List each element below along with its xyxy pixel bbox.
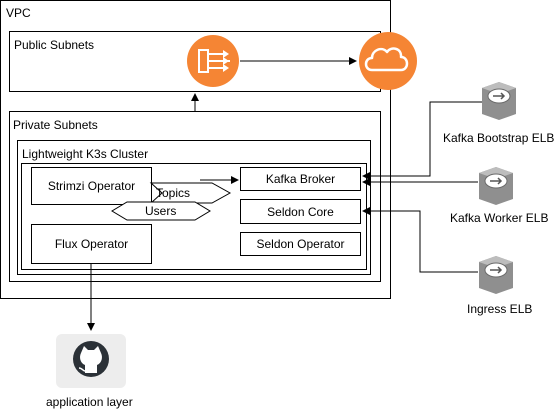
kafka-bootstrap-elb-icon [482,82,516,120]
private-subnets-label: Private Subnets [13,118,98,132]
k3s-cluster-label: Lightweight K3s Cluster [22,147,149,161]
strimzi-operator-label: Strimzi Operator [47,179,136,193]
kafka-broker-box: Kafka Broker [240,167,361,191]
users-flow-shape [111,201,211,221]
users-label: Users [145,204,177,218]
seldon-operator-label: Seldon Operator [256,237,345,251]
seldon-core-box: Seldon Core [240,199,361,224]
public-subnets-label: Public Subnets [14,38,95,52]
github-icon [56,334,126,388]
flux-operator-label: Flux Operator [54,237,129,251]
kafka-broker-label: Kafka Broker [265,172,336,186]
kafka-worker-elb-icon [479,167,513,205]
application-layer-label: application layer [46,395,133,409]
kafka-worker-elb-label: Kafka Worker ELB [450,211,549,225]
topics-flow-shape [149,182,232,204]
topics-label: Topics [156,186,191,200]
ingress-elb-connector [362,207,478,273]
internet-gateway-cloud-icon [359,32,417,90]
seldon-core-label: Seldon Core [267,204,334,219]
vpc-label: VPC [6,6,31,20]
k3s-cluster-inner-border [21,163,367,270]
strimzi-operator-box: Strimzi Operator [31,167,152,205]
flux-operator-box: Flux Operator [31,224,152,264]
bootstrap-elb-connector [362,101,482,180]
ingress-elb-icon [479,256,513,294]
nat-gateway-icon [187,35,239,87]
kafka-bootstrap-elb-label: Kafka Bootstrap ELB [443,131,555,145]
ingress-elb-label: Ingress ELB [467,302,533,316]
seldon-operator-box: Seldon Operator [240,232,361,256]
